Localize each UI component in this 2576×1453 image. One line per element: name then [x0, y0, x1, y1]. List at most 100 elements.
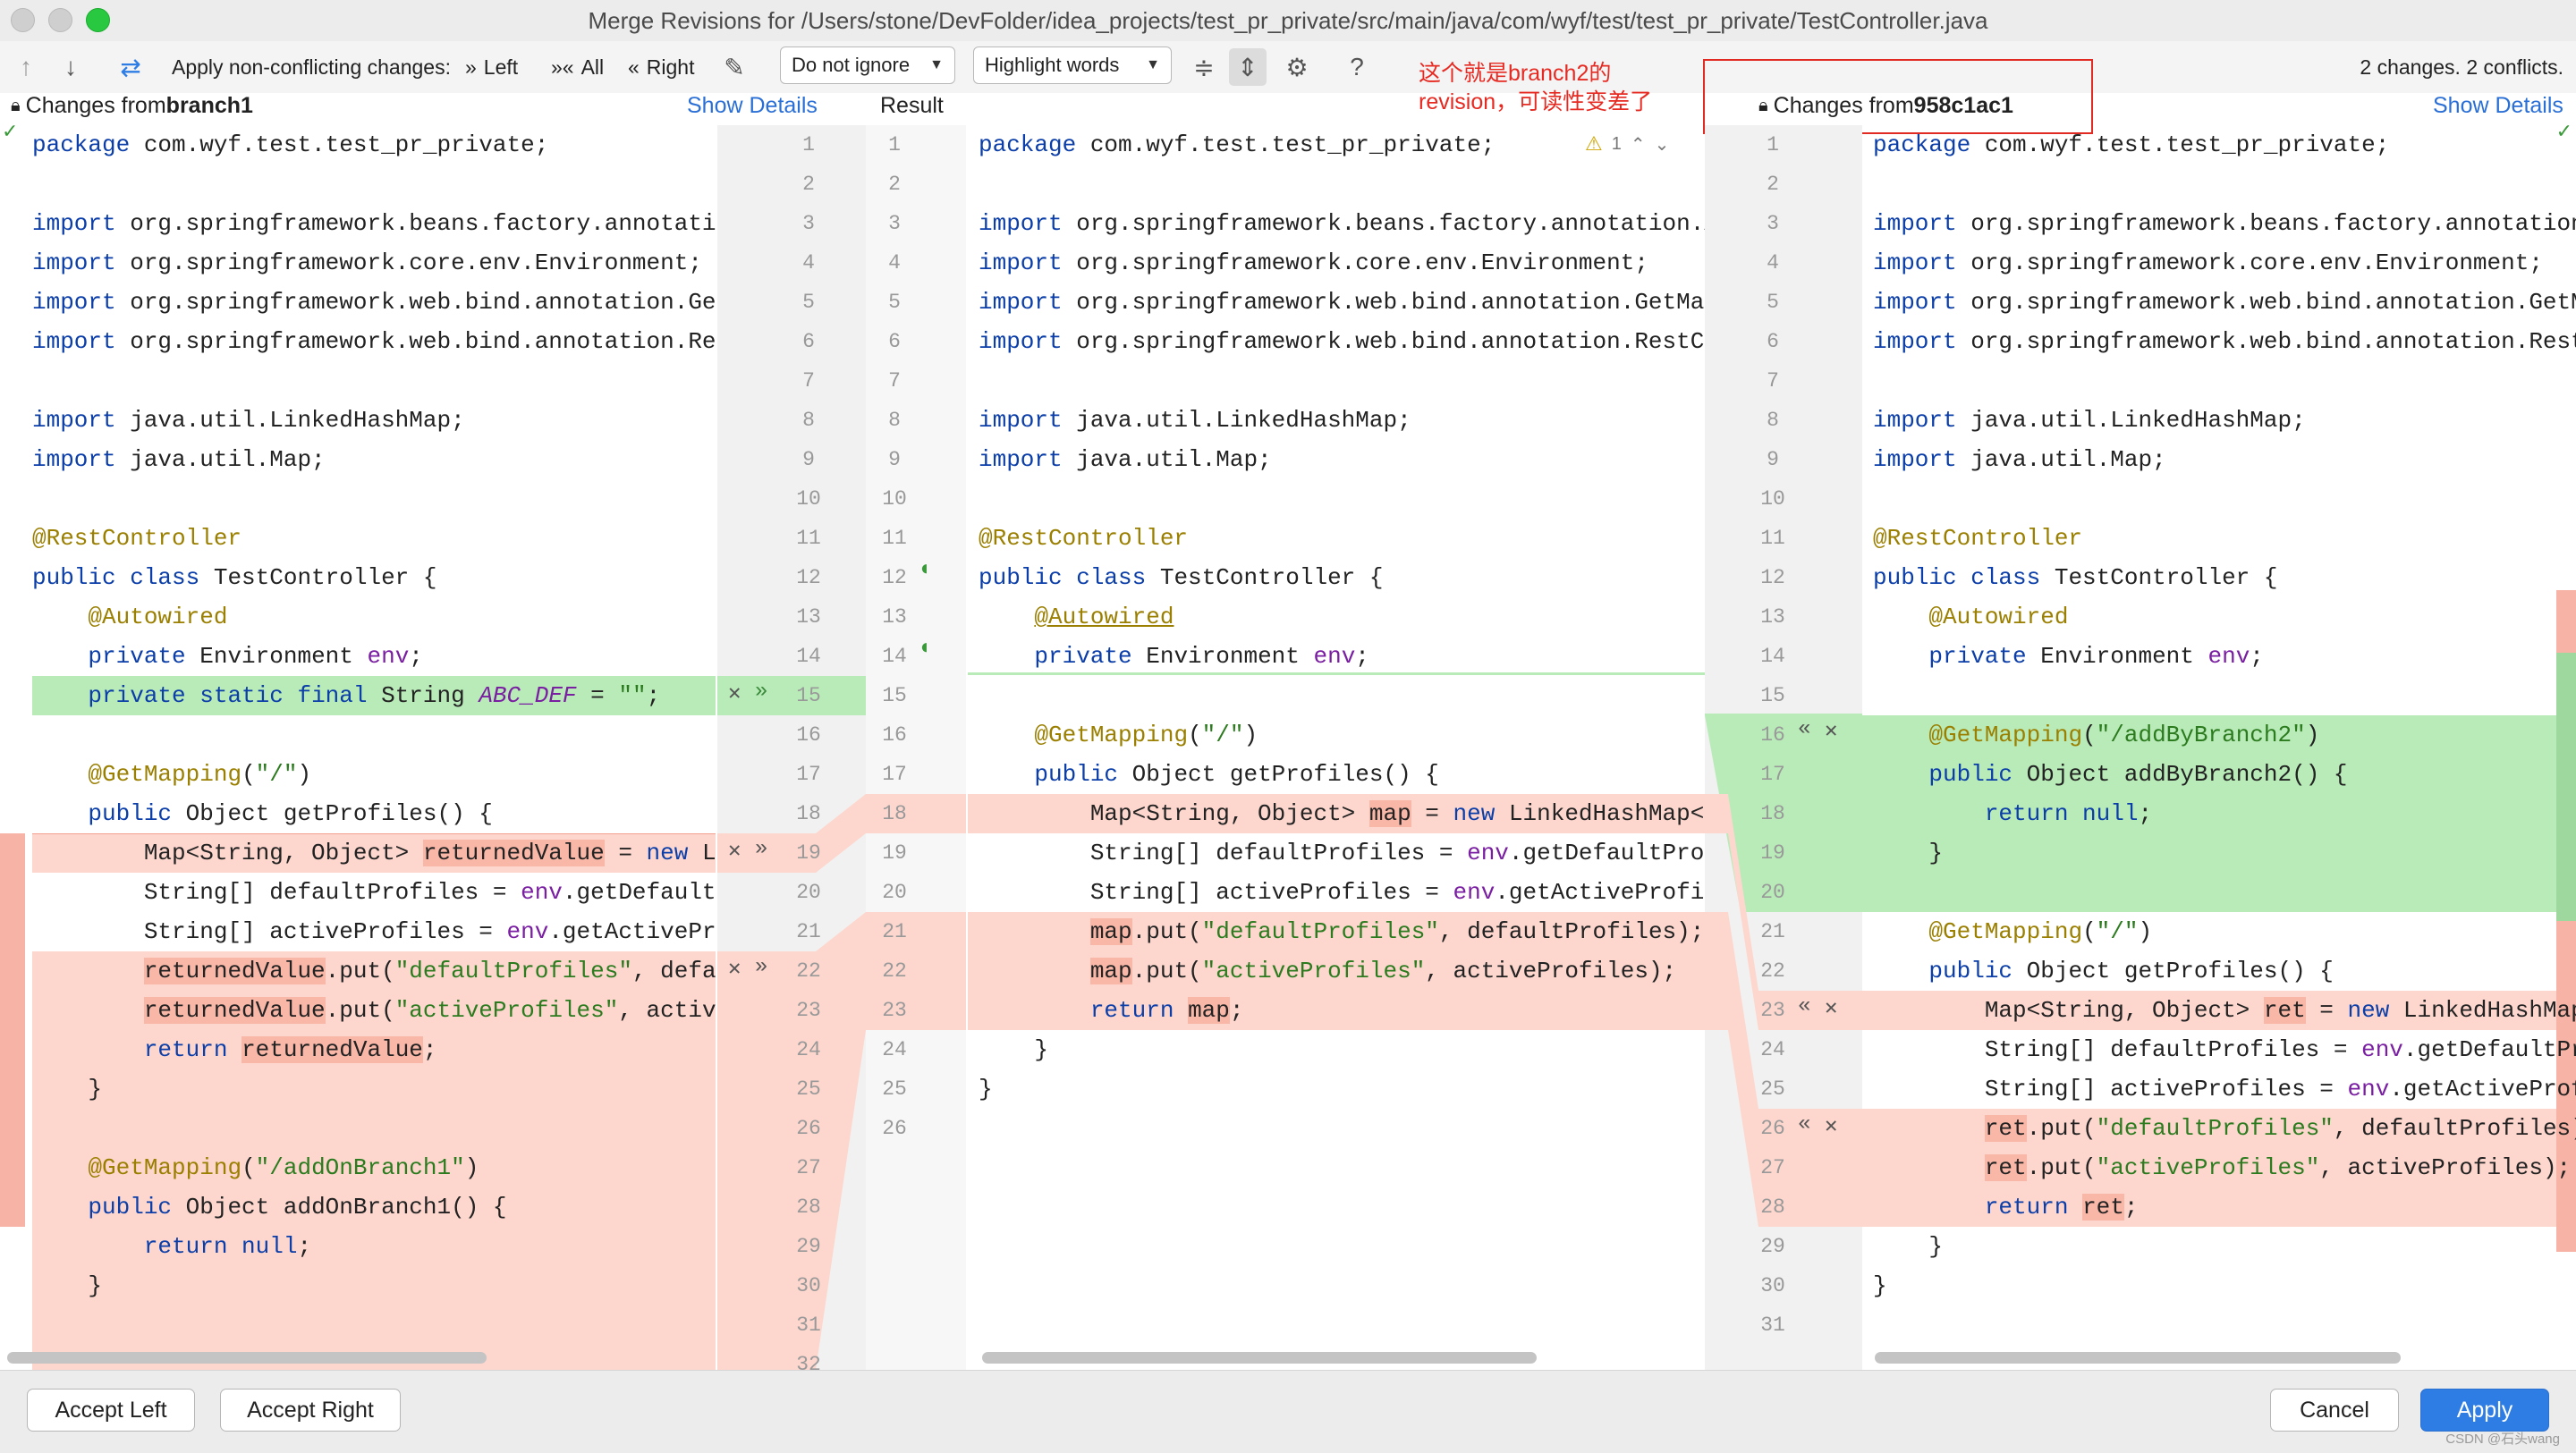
spring-bean-icon[interactable]: ◖: [918, 558, 931, 582]
minimize-window-button[interactable]: [48, 8, 72, 32]
apply-left-button[interactable]: »Left: [465, 41, 518, 93]
next-diff-arrow-down-icon[interactable]: ↓: [64, 53, 77, 80]
apply-button[interactable]: Apply: [2420, 1389, 2549, 1432]
inspection-widget[interactable]: ⚠ 1 ⌃ ⌄: [1581, 132, 1674, 156]
line-number: 22: [796, 959, 821, 983]
window-title: Merge Revisions for /Users/stone/DevFold…: [588, 7, 1988, 34]
code-line: map.put("activeProfiles", activeProfiles…: [1089, 958, 1677, 984]
reject-change-icon[interactable]: ✕: [1825, 720, 1838, 744]
chevron-up-icon[interactable]: ⌃: [1630, 134, 1646, 155]
result-editor[interactable]: package com.wyf.test.test_pr_private; im…: [968, 125, 1705, 1370]
reject-change-icon[interactable]: ✕: [728, 958, 741, 982]
apply-change-right-icon[interactable]: »: [755, 955, 768, 979]
code-line: String[] activeProfiles = env.getActiveP…: [1873, 1076, 2576, 1102]
line-number: 13: [796, 605, 821, 629]
line-number: 18: [1760, 802, 1785, 825]
line-number: 4: [888, 251, 901, 275]
left-show-details-link[interactable]: Show Details: [687, 92, 818, 118]
code-line: }: [979, 1076, 993, 1102]
prev-diff-arrow-up-icon[interactable]: ↑: [20, 53, 32, 80]
line-number: 15: [1760, 684, 1785, 707]
accept-right-button[interactable]: Accept Right: [220, 1389, 401, 1432]
line-number: 8: [888, 409, 901, 432]
line-number: 24: [1760, 1038, 1785, 1061]
apply-right-button[interactable]: «Right: [628, 41, 695, 93]
collapse-unchanged-icon[interactable]: ≑: [1193, 53, 1215, 81]
right-code: package com.wyf.test.test_pr_private; im…: [1862, 125, 2576, 1305]
right-horizontal-scrollbar[interactable]: [1875, 1352, 2401, 1364]
apply-change-left-icon[interactable]: «: [1798, 1112, 1811, 1136]
left-header-prefix: Changes from: [25, 92, 166, 118]
reject-change-icon[interactable]: ✕: [1825, 997, 1838, 1021]
code-line: ret.put("activeProfiles", activeProfiles…: [1984, 1154, 2572, 1181]
code-line: returnedValue.put("activeProfiles", acti…: [143, 997, 716, 1024]
code-line: package com.wyf.test.test_pr_private;: [979, 131, 1496, 158]
code-line: import java.util.Map;: [32, 446, 326, 473]
line-number: 8: [802, 409, 815, 432]
help-icon[interactable]: ?: [1350, 53, 1364, 80]
left-horizontal-scrollbar[interactable]: [7, 1352, 487, 1364]
code-line: import org.springframework.core.env.Envi…: [32, 249, 702, 276]
code-line: import org.springframework.core.env.Envi…: [979, 249, 1648, 276]
chevron-down-icon[interactable]: ⌄: [1654, 134, 1670, 155]
line-number: 2: [1767, 173, 1779, 196]
code-line: }: [979, 1036, 1049, 1063]
line-number: 27: [796, 1156, 821, 1179]
line-number: 32: [796, 1353, 821, 1370]
apply-change-left-icon[interactable]: «: [1798, 717, 1811, 741]
autowired-bean-icon[interactable]: ◖: [918, 637, 931, 661]
ignore-whitespace-select[interactable]: Do not ignore▼: [780, 46, 955, 84]
sync-scroll-toggle-icon[interactable]: ⇕: [1229, 48, 1267, 86]
code-line: public class TestController {: [979, 564, 1384, 591]
line-number: 24: [796, 1038, 821, 1061]
annotation-highlight-box: [1703, 59, 2093, 134]
code-line: String[] defaultProfiles = env.getDefaul…: [979, 840, 1705, 866]
apply-change-right-icon[interactable]: »: [755, 680, 768, 704]
magic-resolve-icon[interactable]: ⇄: [120, 53, 141, 81]
line-number: 4: [1767, 251, 1779, 275]
reject-change-icon[interactable]: ✕: [728, 682, 741, 706]
line-number: 5: [888, 291, 901, 314]
line-number: 24: [882, 1038, 907, 1061]
right-header-revision: 958c1ac1: [1913, 92, 2013, 118]
warning-icon: ⚠: [1585, 132, 1603, 155]
gear-icon[interactable]: ⚙: [1285, 53, 1309, 81]
reject-change-icon[interactable]: ✕: [1825, 1115, 1838, 1139]
line-number: 9: [802, 448, 815, 471]
close-window-button[interactable]: [11, 8, 35, 32]
code-line: public Object getProfiles() {: [88, 800, 493, 827]
apply-non-conflicting-label: Apply non-conflicting changes:: [172, 55, 451, 79]
right-show-details-link[interactable]: Show Details: [2433, 92, 2563, 118]
cancel-button[interactable]: Cancel: [2270, 1389, 2399, 1432]
code-line: Map<String, Object> map = new LinkedHash…: [979, 800, 1705, 827]
code-line: Map<String, Object> ret = new LinkedHash…: [1873, 997, 2576, 1024]
code-line: return null;: [143, 1233, 312, 1260]
accept-left-button[interactable]: Accept Left: [27, 1389, 195, 1432]
line-number: 17: [796, 763, 821, 786]
line-number: 25: [1760, 1077, 1785, 1101]
line-number: 6: [888, 330, 901, 353]
reject-change-icon[interactable]: ✕: [728, 840, 741, 864]
zoom-window-button[interactable]: [86, 8, 110, 32]
left-editor[interactable]: package com.wyf.test.test_pr_private; im…: [0, 125, 716, 1370]
apply-change-left-icon[interactable]: «: [1798, 994, 1811, 1018]
code-line: @RestController: [1873, 525, 2083, 552]
code-line: String[] defaultProfiles = env.getDefaul…: [32, 879, 716, 906]
code-line: @GetMapping("/"): [1034, 722, 1258, 748]
code-line: import org.springframework.web.bind.anno…: [32, 289, 716, 316]
code-line: }: [32, 1076, 103, 1102]
apply-change-right-icon[interactable]: »: [755, 837, 768, 861]
left-code: package com.wyf.test.test_pr_private; im…: [0, 125, 716, 1305]
highlight-words-select[interactable]: Highlight words▼: [973, 46, 1172, 84]
line-number: 7: [888, 369, 901, 393]
line-number: 20: [796, 881, 821, 904]
code-line: map.put("defaultProfiles", defaultProfil…: [1089, 918, 1705, 945]
magic-wand-icon[interactable]: ✎: [724, 53, 745, 81]
line-number: 14: [796, 645, 821, 668]
apply-all-button[interactable]: »«All: [551, 41, 604, 93]
line-number: 2: [888, 173, 901, 196]
result-horizontal-scrollbar[interactable]: [982, 1352, 1537, 1364]
right-editor[interactable]: package com.wyf.test.test_pr_private; im…: [1862, 125, 2576, 1370]
line-number: 13: [882, 605, 907, 629]
